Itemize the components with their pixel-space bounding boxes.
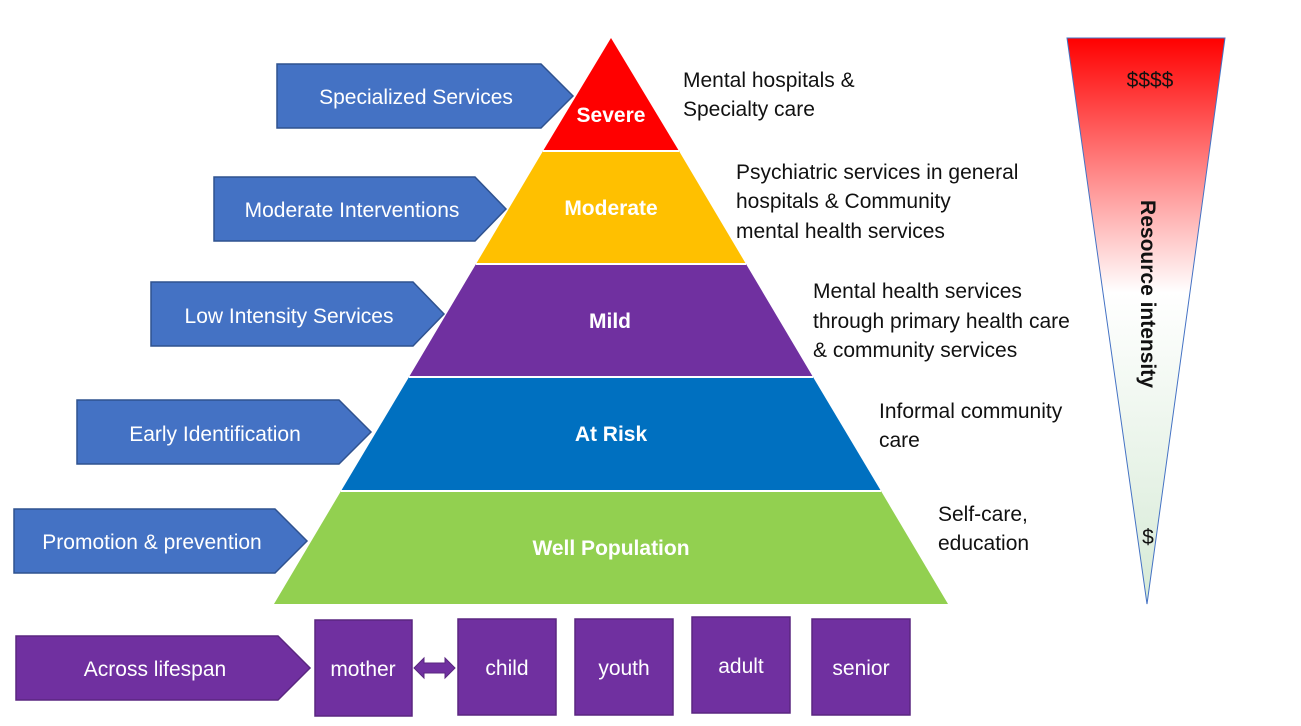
arrow-label: Early Identification [129, 423, 301, 446]
arrow-low-intensity-services: Low Intensity Services [150, 281, 446, 347]
resource-intensity-title: Resource intensity [1136, 200, 1159, 388]
tier-well-population [274, 491, 948, 604]
tier-severe [543, 38, 679, 151]
arrow-label: Moderate Interventions [245, 199, 460, 222]
arrow-label: Across lifespan [84, 658, 226, 681]
description-at-risk: Informal community care [879, 400, 1068, 452]
arrow-promotion-prevention: Promotion & prevention [13, 508, 309, 574]
stage-label: youth [598, 657, 649, 680]
stage-label: senior [832, 657, 889, 680]
description-moderate: Psychiatric services in general hospital… [736, 161, 1024, 243]
arrow-across-lifespan: Across lifespan [15, 635, 312, 701]
pyramid: Severe Moderate Mild At Risk Well Popula… [274, 38, 948, 604]
stage-child: child [457, 618, 557, 716]
tier-label-moderate: Moderate [564, 197, 657, 220]
service-descriptions: Mental hospitals & Specialty care Psychi… [683, 69, 1076, 555]
arrow-label: Promotion & prevention [42, 531, 261, 554]
resource-intensity-scale: $$$$ $ Resource intensity [1066, 37, 1226, 605]
service-arrows: Specialized Services Moderate Interventi… [13, 63, 575, 574]
arrow-label: Low Intensity Services [185, 305, 394, 328]
tier-label-mild: Mild [589, 310, 631, 333]
stage-label: mother [330, 658, 395, 681]
arrow-specialized-services: Specialized Services [276, 63, 575, 129]
tier-label-severe: Severe [577, 104, 646, 127]
stage-senior: senior [811, 618, 911, 716]
description-mild: Mental health services through primary h… [813, 280, 1076, 362]
stage-youth: youth [574, 618, 674, 716]
lifespan-row: Across lifespan mother child youth adult… [15, 616, 911, 717]
arrow-label: Specialized Services [319, 86, 513, 109]
stage-label: adult [718, 655, 764, 678]
tier-label-well-population: Well Population [532, 537, 689, 560]
tier-moderate [476, 151, 746, 264]
tier-label-at-risk: At Risk [575, 423, 648, 446]
description-well-population: Self-care, education [938, 503, 1034, 555]
stage-adult: adult [691, 616, 791, 714]
double-arrow-icon [413, 656, 456, 680]
resource-triangle [1066, 37, 1226, 605]
arrow-early-identification: Early Identification [76, 399, 373, 465]
arrow-moderate-interventions: Moderate Interventions [213, 176, 508, 242]
cost-high-label: $$$$ [1127, 69, 1174, 92]
tier-at-risk [341, 377, 881, 491]
stage-mother: mother [314, 619, 413, 717]
cost-low-label: $ [1142, 526, 1154, 549]
tier-mild [409, 264, 813, 377]
stage-label: child [485, 657, 528, 680]
description-severe: Mental hospitals & Specialty care [683, 69, 860, 121]
